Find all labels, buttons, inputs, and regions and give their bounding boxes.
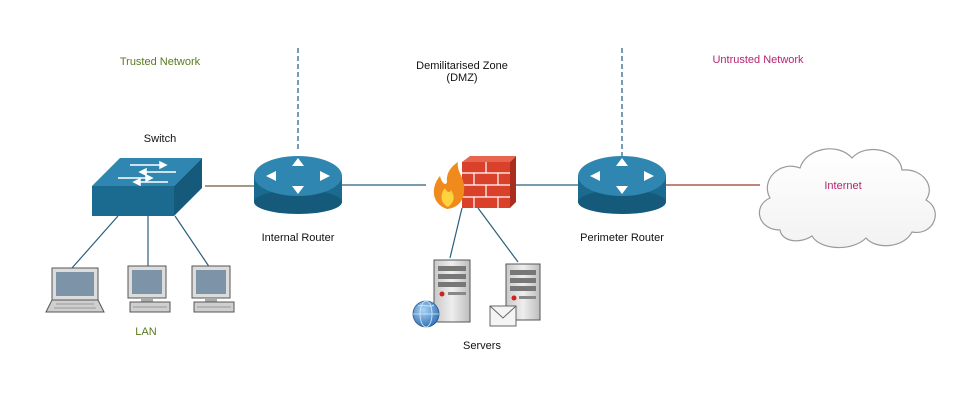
mail-server-icon	[489, 263, 541, 327]
desktop-computer-icon	[191, 265, 235, 313]
globe-icon	[412, 300, 440, 328]
switch-label: Switch	[144, 133, 176, 145]
servers-label: Servers	[463, 340, 501, 352]
link-firewall-server1	[449, 207, 463, 259]
link-firewall-server2	[477, 207, 519, 263]
links	[71, 184, 760, 269]
perimeter-router-icon	[578, 156, 666, 214]
zone-label-dmz: Demilitarised Zone	[416, 60, 508, 72]
zone-label-trusted: Trusted Network	[120, 56, 201, 68]
flame-icon	[433, 162, 465, 209]
internal-router-label: Internal Router	[262, 232, 335, 244]
perimeter-router-label: Perimeter Router	[580, 232, 664, 244]
firewall-icon	[433, 156, 516, 209]
desktop-computer-icon	[127, 265, 171, 313]
web-server-icon	[412, 259, 471, 328]
lan-label: LAN	[135, 326, 156, 338]
internet-label: Internet	[824, 180, 861, 192]
laptop-icon	[45, 267, 105, 313]
internal-router-icon	[254, 156, 342, 214]
envelope-icon	[489, 305, 517, 327]
zone-label-dmz-abbrev: (DMZ)	[446, 72, 477, 84]
link-switch-laptop	[71, 215, 119, 269]
zone-label-untrusted: Untrusted Network	[712, 54, 804, 66]
switch-icon	[92, 158, 202, 216]
link-switch-desktop2	[174, 215, 211, 269]
internet-cloud-icon	[758, 148, 936, 249]
